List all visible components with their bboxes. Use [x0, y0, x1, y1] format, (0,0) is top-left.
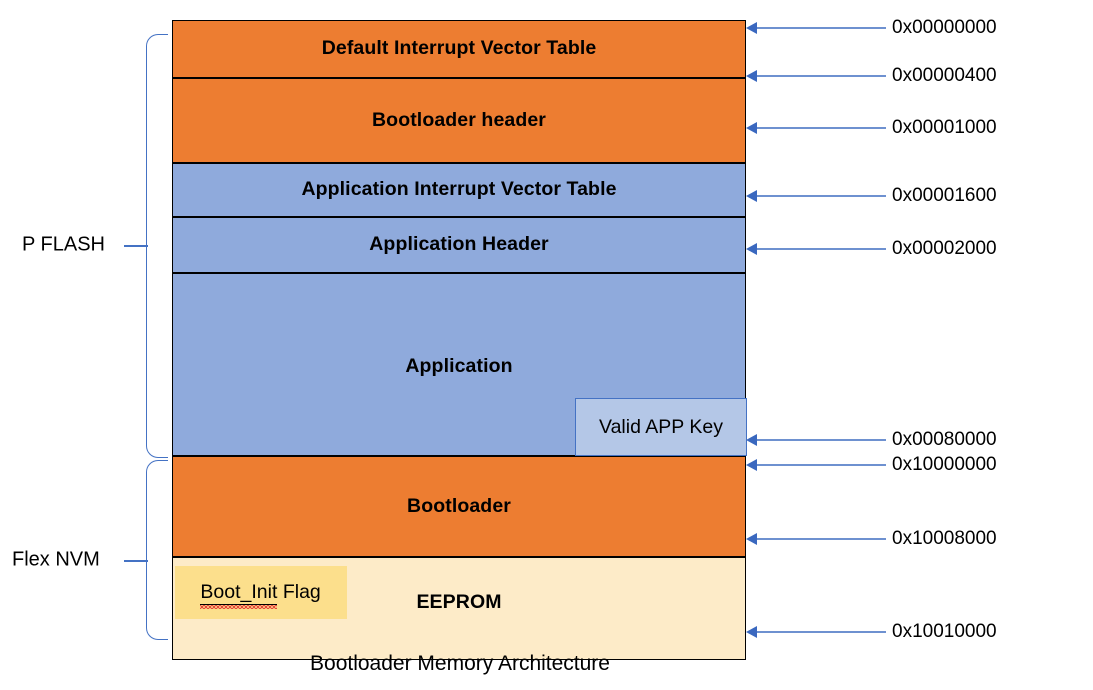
left-arrow-icon — [746, 455, 886, 475]
left-arrow-icon — [746, 239, 886, 259]
memory-map: Default Interrupt Vector Table Bootloade… — [172, 20, 747, 660]
address-label: 0x00001600 — [892, 185, 997, 206]
brace-flex-nvm-tick — [124, 560, 148, 562]
region-label-p-flash: P FLASH — [22, 233, 105, 256]
memory-block-label: Application — [405, 355, 513, 377]
left-arrow-icon — [746, 186, 886, 206]
address-callout: 0x10000000 — [746, 454, 997, 475]
memory-block-bootloader-header: Bootloader header — [172, 78, 746, 163]
address-callout: 0x00000000 — [746, 17, 997, 38]
memory-block-application-header: Application Header — [172, 217, 746, 273]
left-arrow-icon — [746, 66, 886, 86]
memory-block-label: EEPROM — [416, 591, 502, 613]
diagram-caption: Bootloader Memory Architecture — [310, 652, 610, 675]
brace-flex-nvm — [146, 460, 168, 640]
address-callout: 0x00001000 — [746, 117, 997, 138]
memory-block-label: Bootloader header — [372, 108, 546, 131]
address-callout: 0x00002000 — [746, 238, 997, 259]
address-callout: 0x00000400 — [746, 65, 997, 86]
memory-block-label: Bootloader — [407, 494, 511, 517]
memory-block-application: Application — [172, 273, 746, 456]
address-label: 0x00080000 — [892, 429, 997, 450]
boot-init-flag-label: Boot_Init Flag — [200, 580, 321, 609]
memory-block-label: Application Interrupt Vector Table — [301, 178, 617, 201]
memory-sub-block-boot-init-flag: Boot_Init Flag — [174, 566, 347, 619]
brace-p-flash-tick — [124, 245, 148, 247]
memory-sub-block-label: Valid APP Key — [599, 415, 723, 438]
address-callout: 0x10010000 — [746, 621, 997, 642]
address-label: 0x10000000 — [892, 454, 997, 475]
address-callout: 0x00080000 — [746, 429, 997, 450]
address-callout: 0x10008000 — [746, 528, 997, 549]
left-arrow-icon — [746, 118, 886, 138]
memory-block-label: Application Header — [369, 233, 549, 256]
address-label: 0x00002000 — [892, 238, 997, 259]
address-callout: 0x00001600 — [746, 185, 997, 206]
address-label: 0x10010000 — [892, 621, 997, 642]
memory-block-eeprom: Boot_Init Flag EEPROM — [172, 557, 746, 660]
left-arrow-icon — [746, 622, 886, 642]
memory-block-bootloader: Bootloader — [172, 456, 746, 557]
memory-sub-block-valid-app-key: Valid APP Key — [575, 398, 747, 456]
brace-p-flash — [146, 34, 168, 458]
address-label: 0x00000000 — [892, 17, 997, 38]
region-label-flex-nvm: Flex NVM — [12, 548, 100, 571]
left-arrow-icon — [746, 18, 886, 38]
left-arrow-icon — [746, 529, 886, 549]
address-label: 0x10008000 — [892, 528, 997, 549]
spellcheck-underline-text: Boot_Init — [200, 580, 278, 609]
memory-block-label: Default Interrupt Vector Table — [321, 37, 597, 60]
address-label: 0x00000400 — [892, 65, 997, 86]
memory-block-default-interrupt-vector-table: Default Interrupt Vector Table — [172, 20, 746, 78]
boot-init-flag-label-suffix: Flag — [277, 580, 321, 603]
memory-block-application-interrupt-vector-table: Application Interrupt Vector Table — [172, 163, 746, 217]
address-label: 0x00001000 — [892, 117, 997, 138]
left-arrow-icon — [746, 430, 886, 450]
